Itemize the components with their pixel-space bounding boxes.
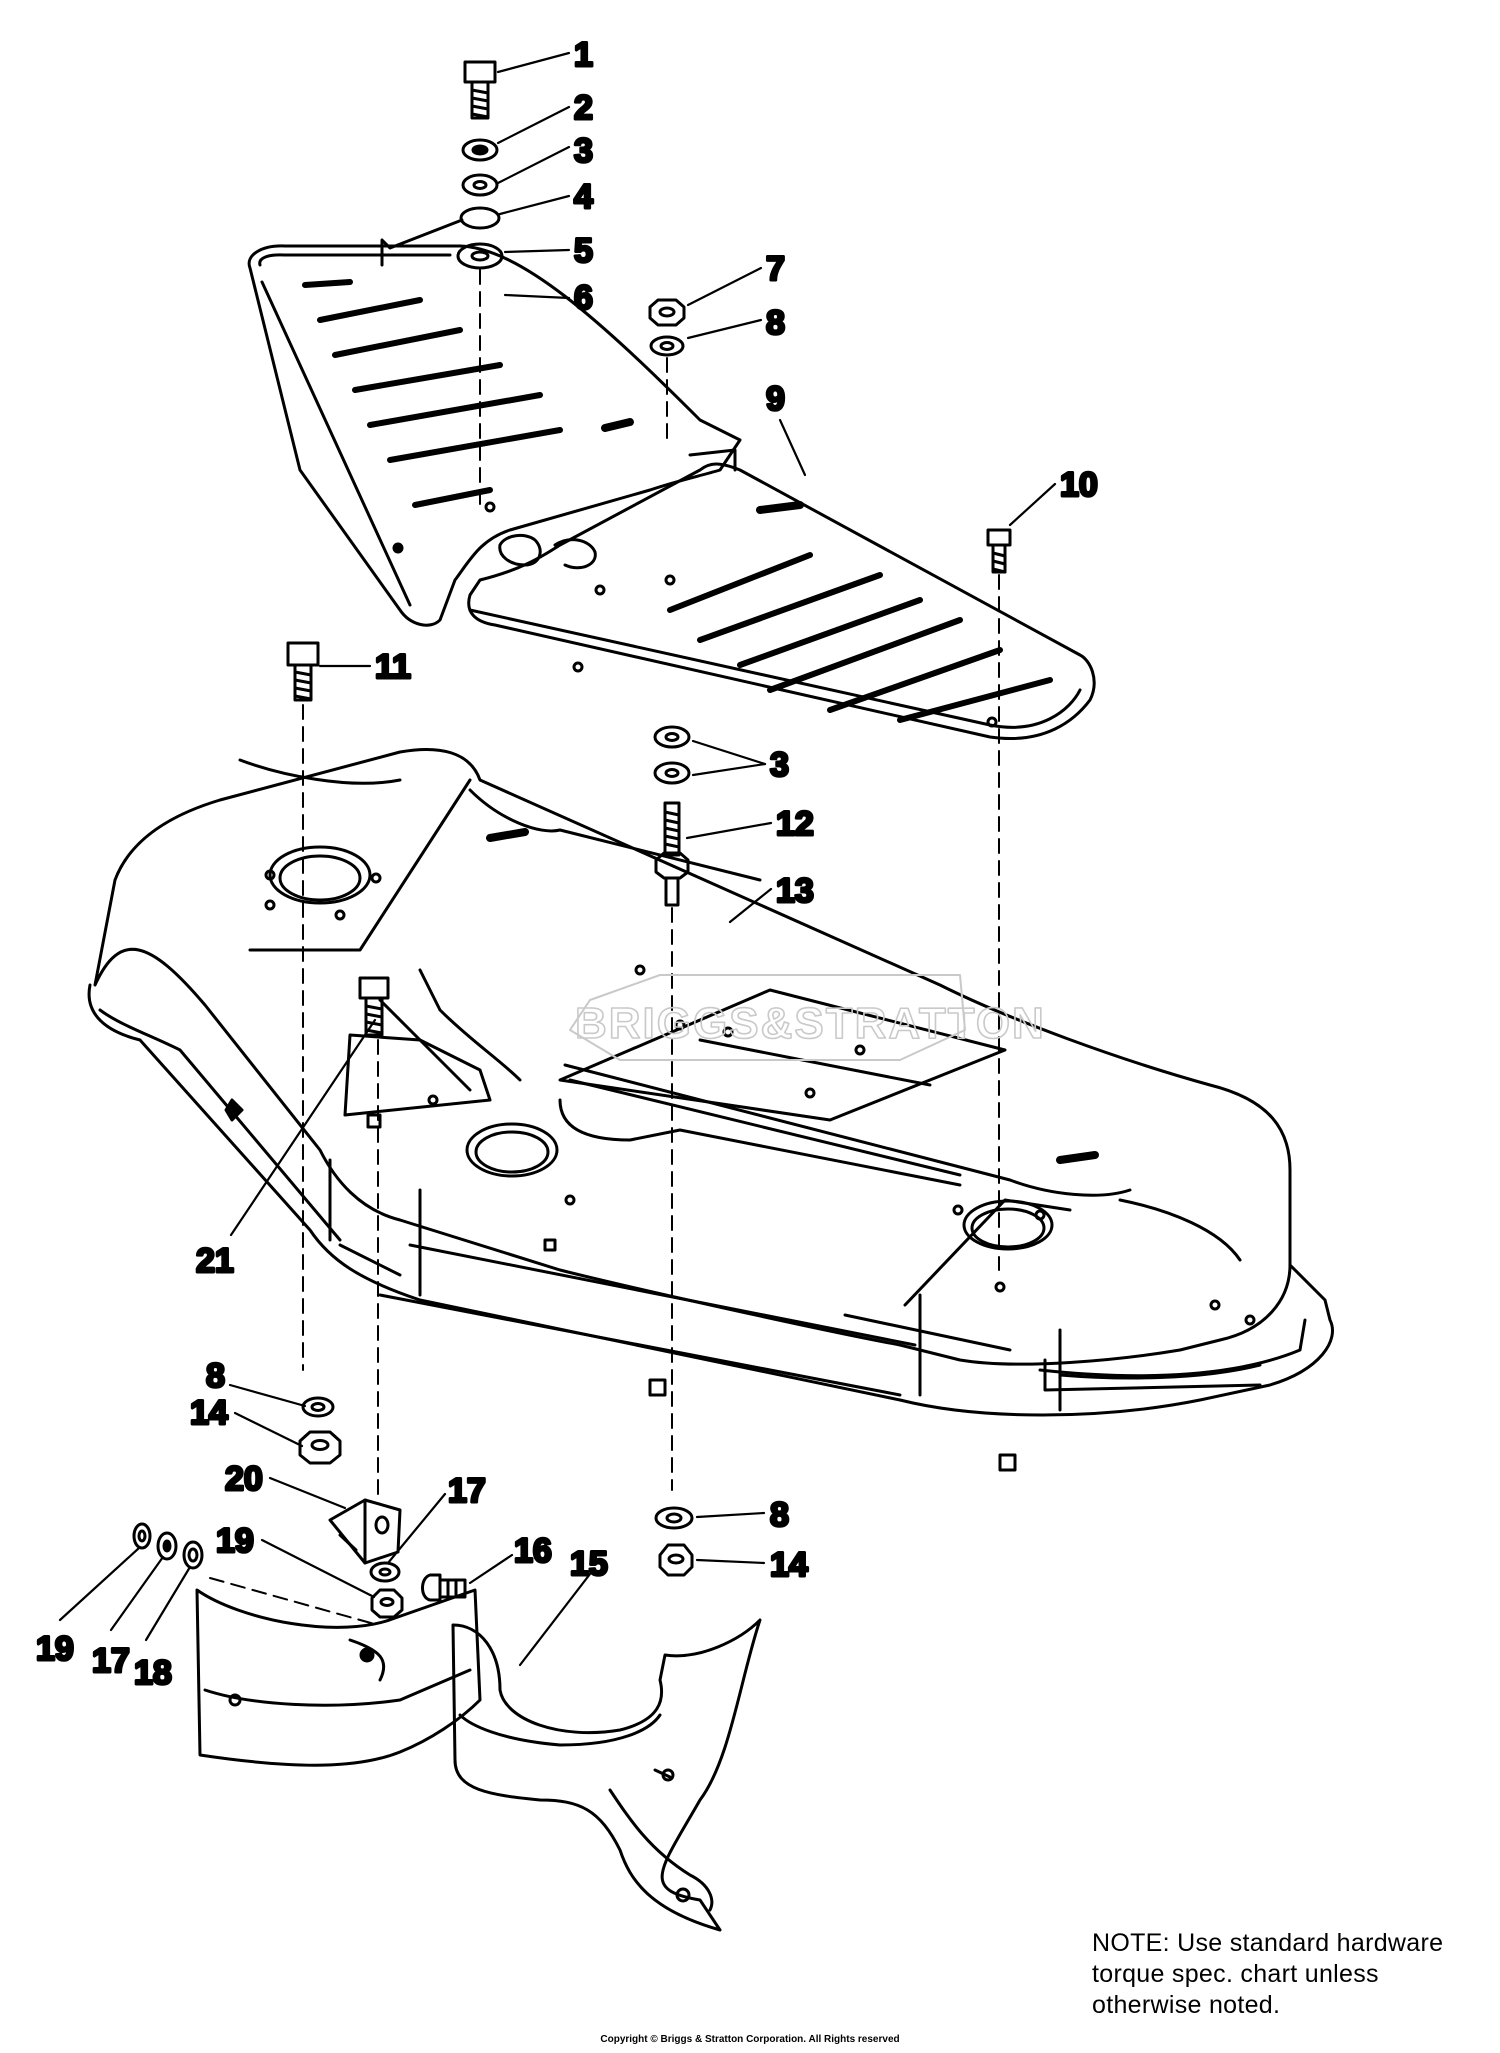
watermark-text: BRIGGS&STRATTON <box>575 999 1046 1048</box>
copyright-footer: Copyright © Briggs & Stratton Corporatio… <box>600 2034 900 2045</box>
callout-8-bottom: 8 <box>770 1496 789 1534</box>
callout-11: 11 <box>375 648 411 686</box>
callout-20: 20 <box>225 1460 263 1498</box>
callout-8: 8 <box>766 304 785 342</box>
nut-part-19-center <box>370 1588 404 1619</box>
nut-part-14-left <box>298 1430 342 1465</box>
washer-part-5 <box>456 242 504 270</box>
callout-1: 1 <box>574 36 593 74</box>
lock-washer-part-2 <box>461 138 499 162</box>
baffle-left-part-15 <box>195 1588 482 1767</box>
callout-14-left: 14 <box>190 1394 228 1432</box>
callout-9: 9 <box>766 380 785 418</box>
flat-washer-part-3-top <box>461 173 499 197</box>
washer-part-18-left <box>182 1540 204 1570</box>
callout-10: 10 <box>1060 466 1098 504</box>
belt-cover-right-part-9 <box>467 462 1096 740</box>
bolt-part-10 <box>986 528 1012 574</box>
bolt-part-1 <box>463 60 497 120</box>
baffle-right-part-15 <box>451 1618 762 1932</box>
callout-3-mid: 3 <box>770 746 789 784</box>
nut-part-14-bottom <box>658 1543 694 1577</box>
callout-5: 5 <box>574 232 593 270</box>
callout-15: 15 <box>570 1545 608 1583</box>
note-line-3: otherwise noted. <box>1092 1991 1281 2019</box>
bolt-part-11 <box>286 641 320 702</box>
note-line-1: NOTE: Use standard hardware <box>1092 1929 1444 1957</box>
note-line-2: torque spec. chart unless <box>1092 1960 1379 1988</box>
mower-deck-part-13: BRIGGS&STRATTON <box>87 748 1334 1472</box>
callout-17-center: 17 <box>448 1472 486 1510</box>
callout-19-center: 19 <box>216 1522 254 1560</box>
torque-note: NOTE: Use standard hardware torque spec.… <box>1092 1928 1462 2021</box>
callout-labels: 1 2 3 4 5 6 7 8 9 10 11 3 12 13 21 8 14 … <box>35 35 1100 1694</box>
washer-part-17-center <box>369 1561 401 1583</box>
leader-lines <box>58 51 1057 1667</box>
nut-part-7 <box>648 298 686 327</box>
nut-part-19-left <box>132 1522 152 1550</box>
center-line-hardware-left <box>209 1577 379 1626</box>
callout-19-left: 19 <box>36 1630 74 1668</box>
callout-8-left: 8 <box>206 1357 225 1395</box>
carriage-bolt-part-16 <box>421 1573 467 1602</box>
manufacturer-watermark: BRIGGS&STRATTON <box>569 974 1046 1061</box>
spring-clip-part-4 <box>380 206 501 267</box>
callout-3: 3 <box>574 132 593 170</box>
callout-7: 7 <box>766 250 785 288</box>
callout-16: 16 <box>514 1532 552 1570</box>
callout-21: 21 <box>196 1242 234 1280</box>
callout-14-bottom: 14 <box>770 1546 808 1584</box>
callout-13: 13 <box>776 872 814 910</box>
washer-part-17-left <box>156 1531 178 1561</box>
lock-washer-part-8-top <box>649 335 685 357</box>
bracket-part-20 <box>328 1498 402 1565</box>
lock-washer-part-8-bottom <box>654 1506 694 1530</box>
lock-washer-part-8-left <box>301 1396 335 1418</box>
belt-cover-left-part-6 <box>247 244 742 627</box>
callout-17-left: 17 <box>92 1642 130 1680</box>
bolt-part-21 <box>358 976 390 1037</box>
callout-6: 6 <box>574 279 593 317</box>
callout-12: 12 <box>776 805 814 843</box>
callout-18: 18 <box>134 1654 172 1692</box>
callout-4: 4 <box>574 178 593 216</box>
flat-washers-part-3-mid <box>653 725 691 785</box>
callout-2: 2 <box>574 89 593 127</box>
